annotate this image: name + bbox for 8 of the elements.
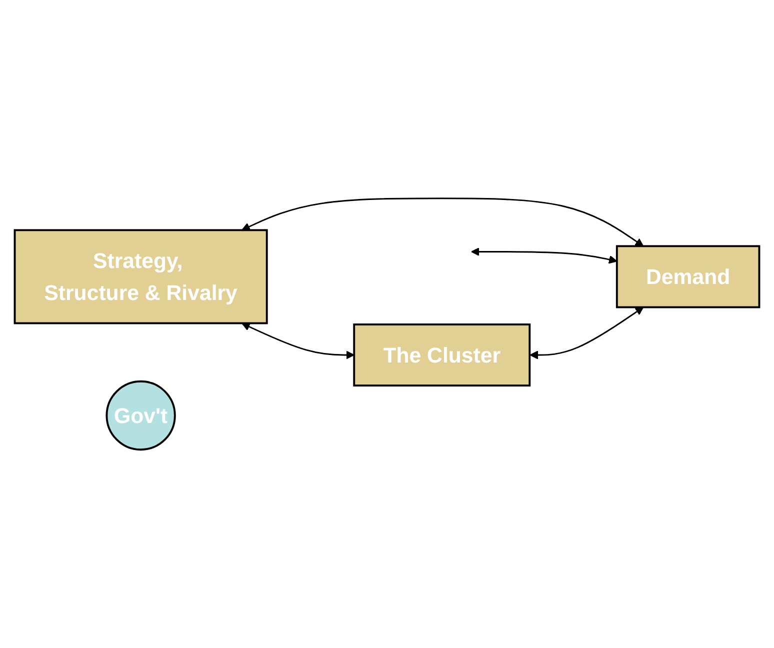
node-circle: Gov't xyxy=(106,380,176,451)
arrow xyxy=(470,247,618,264)
node-box: Strategy, Structure & Rivalry xyxy=(14,229,268,324)
arrow xyxy=(530,306,644,360)
arrow xyxy=(242,198,644,247)
node-box: Demand xyxy=(616,245,760,308)
arrow xyxy=(242,322,354,360)
node-box: The Cluster xyxy=(353,323,531,386)
